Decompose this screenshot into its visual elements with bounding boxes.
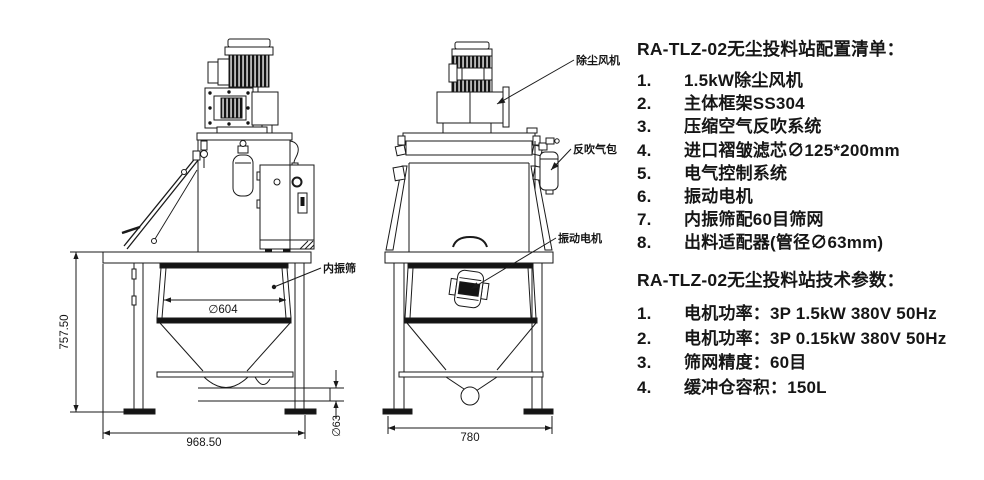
dim-width-text: 968.50 xyxy=(186,437,221,449)
tech-params: RA-TLZ-02无尘投料站技术参数： 1.电机功率：3P 1.5kW 380V… xyxy=(637,267,981,400)
lid-handle-icon xyxy=(452,235,488,248)
side-fan-motor-icon xyxy=(448,41,493,93)
tech-params-item: 3.筛网精度：60目 xyxy=(637,353,807,372)
config-list: RA-TLZ-02无尘投料站配置清单： 1.1.5kW除尘风机 2.主体框架SS… xyxy=(637,36,981,255)
dim-side-width-text: 780 xyxy=(460,432,479,444)
dim-front-height: 757.50 xyxy=(59,251,124,413)
side-screen-hopper xyxy=(398,262,544,406)
dim-side-width: 780 xyxy=(387,416,553,444)
config-list-item: 6.振动电机 xyxy=(637,187,753,207)
support-strut-icon xyxy=(121,150,201,250)
leader-inner-screen: 内振筛 xyxy=(271,261,356,290)
blowback-tank-label: 反吹气包 xyxy=(573,142,617,156)
config-list-item: 7.内振筛配60目筛网 xyxy=(637,210,824,230)
config-list-title: RA-TLZ-02无尘投料站配置清单： xyxy=(637,39,905,59)
front-frame xyxy=(102,251,317,415)
config-list-item: 3.压缩空气反吹系统 xyxy=(637,117,822,137)
inner-screen-label: 内振筛 xyxy=(323,261,356,275)
config-list-item: 4.进口褶皱滤芯∅125*200mm xyxy=(637,140,900,160)
front-screen-hopper xyxy=(156,262,331,402)
side-body xyxy=(385,163,553,252)
dim-front-width: 968.50 xyxy=(102,264,306,449)
dim-screen-dia-text: ∅604 xyxy=(208,304,238,316)
dust-fan-label: 除尘风机 xyxy=(576,53,620,67)
control-box xyxy=(256,164,315,252)
leader-blowback-tank: 反吹气包 xyxy=(550,142,617,171)
dim-outlet-dia-text: ∅63 xyxy=(331,415,343,437)
dim-outlet-diameter: ∅63 xyxy=(330,370,344,437)
fan-housing xyxy=(436,86,510,133)
dim-height-text: 757.50 xyxy=(59,314,71,349)
leader-dust-fan: 除尘风机 xyxy=(496,53,620,105)
cover-rim xyxy=(394,127,544,164)
tech-params-item: 4.缓冲仓容积：150L xyxy=(637,377,827,397)
fan-flange xyxy=(204,87,279,134)
side-frame xyxy=(382,251,554,415)
config-list-item: 1.1.5kW除尘风机 xyxy=(637,71,803,90)
filter-cartridge-icon xyxy=(232,140,254,197)
front-view: 757.50 968.50 ∅604 ∅63 xyxy=(59,38,356,449)
config-list-item: 8.出料适配器(管径∅63mm) xyxy=(637,233,884,253)
tech-params-item: 2.电机功率：3P 0.15kW 380V 50Hz xyxy=(637,328,947,348)
tech-params-title: RA-TLZ-02无尘投料站技术参数： xyxy=(637,270,905,290)
config-list-item: 5.电气控制系统 xyxy=(637,163,788,183)
tech-params-item: 1.电机功率：3P 1.5kW 380V 50Hz xyxy=(637,304,937,323)
side-view: 780 除尘风机 反吹气包 振动电机 xyxy=(382,41,620,444)
dim-screen-diameter: ∅604 xyxy=(164,297,286,316)
vibration-motor-icon xyxy=(448,269,490,309)
leader-vibration-motor: 振动电机 xyxy=(470,231,602,290)
front-fan-motor-icon xyxy=(207,38,274,93)
vibration-motor-label: 振动电机 xyxy=(558,231,602,245)
blowback-tank-icon xyxy=(534,137,560,195)
config-list-item: 2.主体框架SS304 xyxy=(637,94,805,114)
